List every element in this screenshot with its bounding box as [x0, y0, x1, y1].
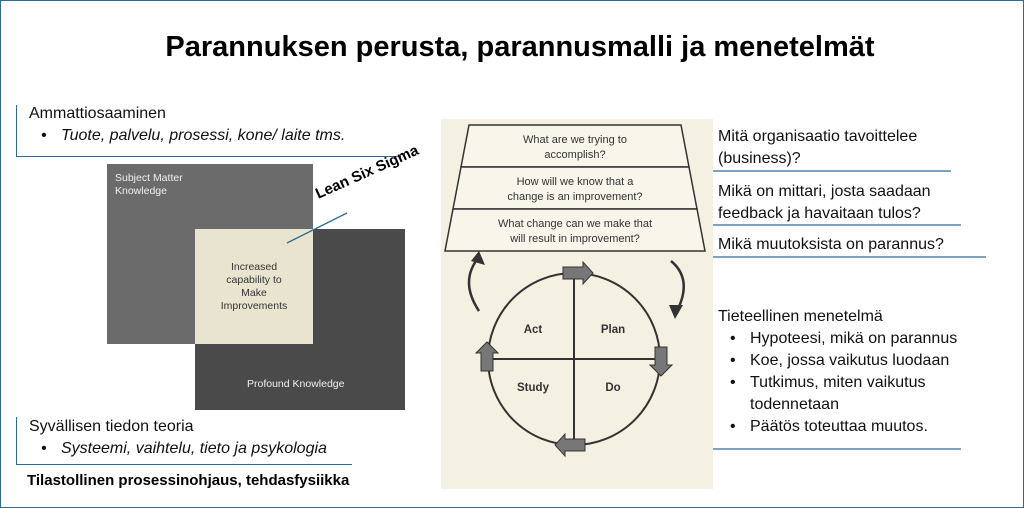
model-for-improvement-image: What are we trying to accomplish? How wi… [441, 119, 713, 489]
callout-syvallinen-tieto: Syvällisen tiedon teoria Systeemi, vaiht… [29, 416, 327, 460]
question-1-line-2: accomplish? [544, 149, 605, 161]
pdsa-plan: Plan [601, 324, 625, 336]
pdsa-study: Study [517, 382, 550, 394]
question-3-line-2: will result in improvement? [509, 233, 640, 245]
right-curved-arrow [670, 260, 685, 312]
ammatti-bracket [16, 105, 17, 157]
ammatti-heading: Ammattiosaaminen [29, 105, 166, 122]
left-curved-arrow [467, 256, 481, 312]
question-3-line-1: What change can we make that [498, 218, 652, 230]
ammatti-underline [16, 156, 401, 157]
question-1-line-1: What are we trying to [523, 134, 627, 146]
method-bullet-2: Koe, jossa vaikutus luodaan [730, 350, 957, 372]
arrow-right [648, 346, 674, 377]
arrow-bottom [554, 432, 586, 458]
subject-matter-label: Subject Matter Knowledge [115, 172, 183, 197]
callout-ammattiosaaminen: Ammattiosaaminen Tuote, palvelu, prosess… [29, 103, 345, 147]
callout-change: Mikä muutoksista on parannus? [718, 236, 944, 253]
arrow-top [562, 260, 594, 286]
method-bullet-3: Tutkimus, miten vaikutus [730, 372, 957, 394]
ammatti-bullet: Tuote, palvelu, prosessi, kone/ laite tm… [41, 125, 345, 147]
model-drawing: What are we trying to accomplish? How wi… [444, 124, 706, 458]
question-2-line-1: How will we know that a [517, 176, 635, 188]
question-box-3 [444, 208, 706, 252]
method-bullet-4: Päätös toteuttaa muutos. [730, 416, 957, 438]
method-bullet-3-cont: todennetaan [750, 396, 839, 413]
question-2-line-2: change is an improvement? [507, 191, 642, 203]
knowledge-venn-diagram: Subject Matter Knowledge Profound Knowle… [107, 164, 405, 410]
pdsa-do: Do [605, 382, 620, 394]
method-bullet-1: Hypoteesi, mikä on parannus [730, 328, 957, 350]
callout-goal: Mitä organisaatio tavoittelee (business)… [718, 128, 918, 167]
profound-knowledge-label: Profound Knowledge [247, 378, 345, 390]
method-heading: Tieteellinen menetelmä [718, 308, 883, 325]
callout-scientific-method: Tieteellinen menetelmä Hypoteesi, mikä o… [718, 306, 957, 438]
syva-underline [16, 464, 352, 465]
slide-title: Parannuksen perusta, parannusmalli ja me… [165, 31, 875, 63]
syva-bracket [16, 417, 17, 465]
pdsa-act: Act [524, 324, 543, 336]
syva-heading: Syvällisen tiedon teoria [29, 418, 194, 435]
overlap-square [195, 229, 313, 344]
callout-metric: Mikä on mittari, josta saadaan feedback … [718, 183, 931, 222]
increased-capability-label: Increased capability to Make Improvement… [220, 260, 288, 312]
arrow-left [474, 341, 500, 372]
syva-bullet: Systeemi, vaihtelu, tieto ja psykologia [41, 438, 327, 460]
bottom-note: Tilastollinen prosessinohjaus, tehdasfys… [27, 472, 350, 489]
